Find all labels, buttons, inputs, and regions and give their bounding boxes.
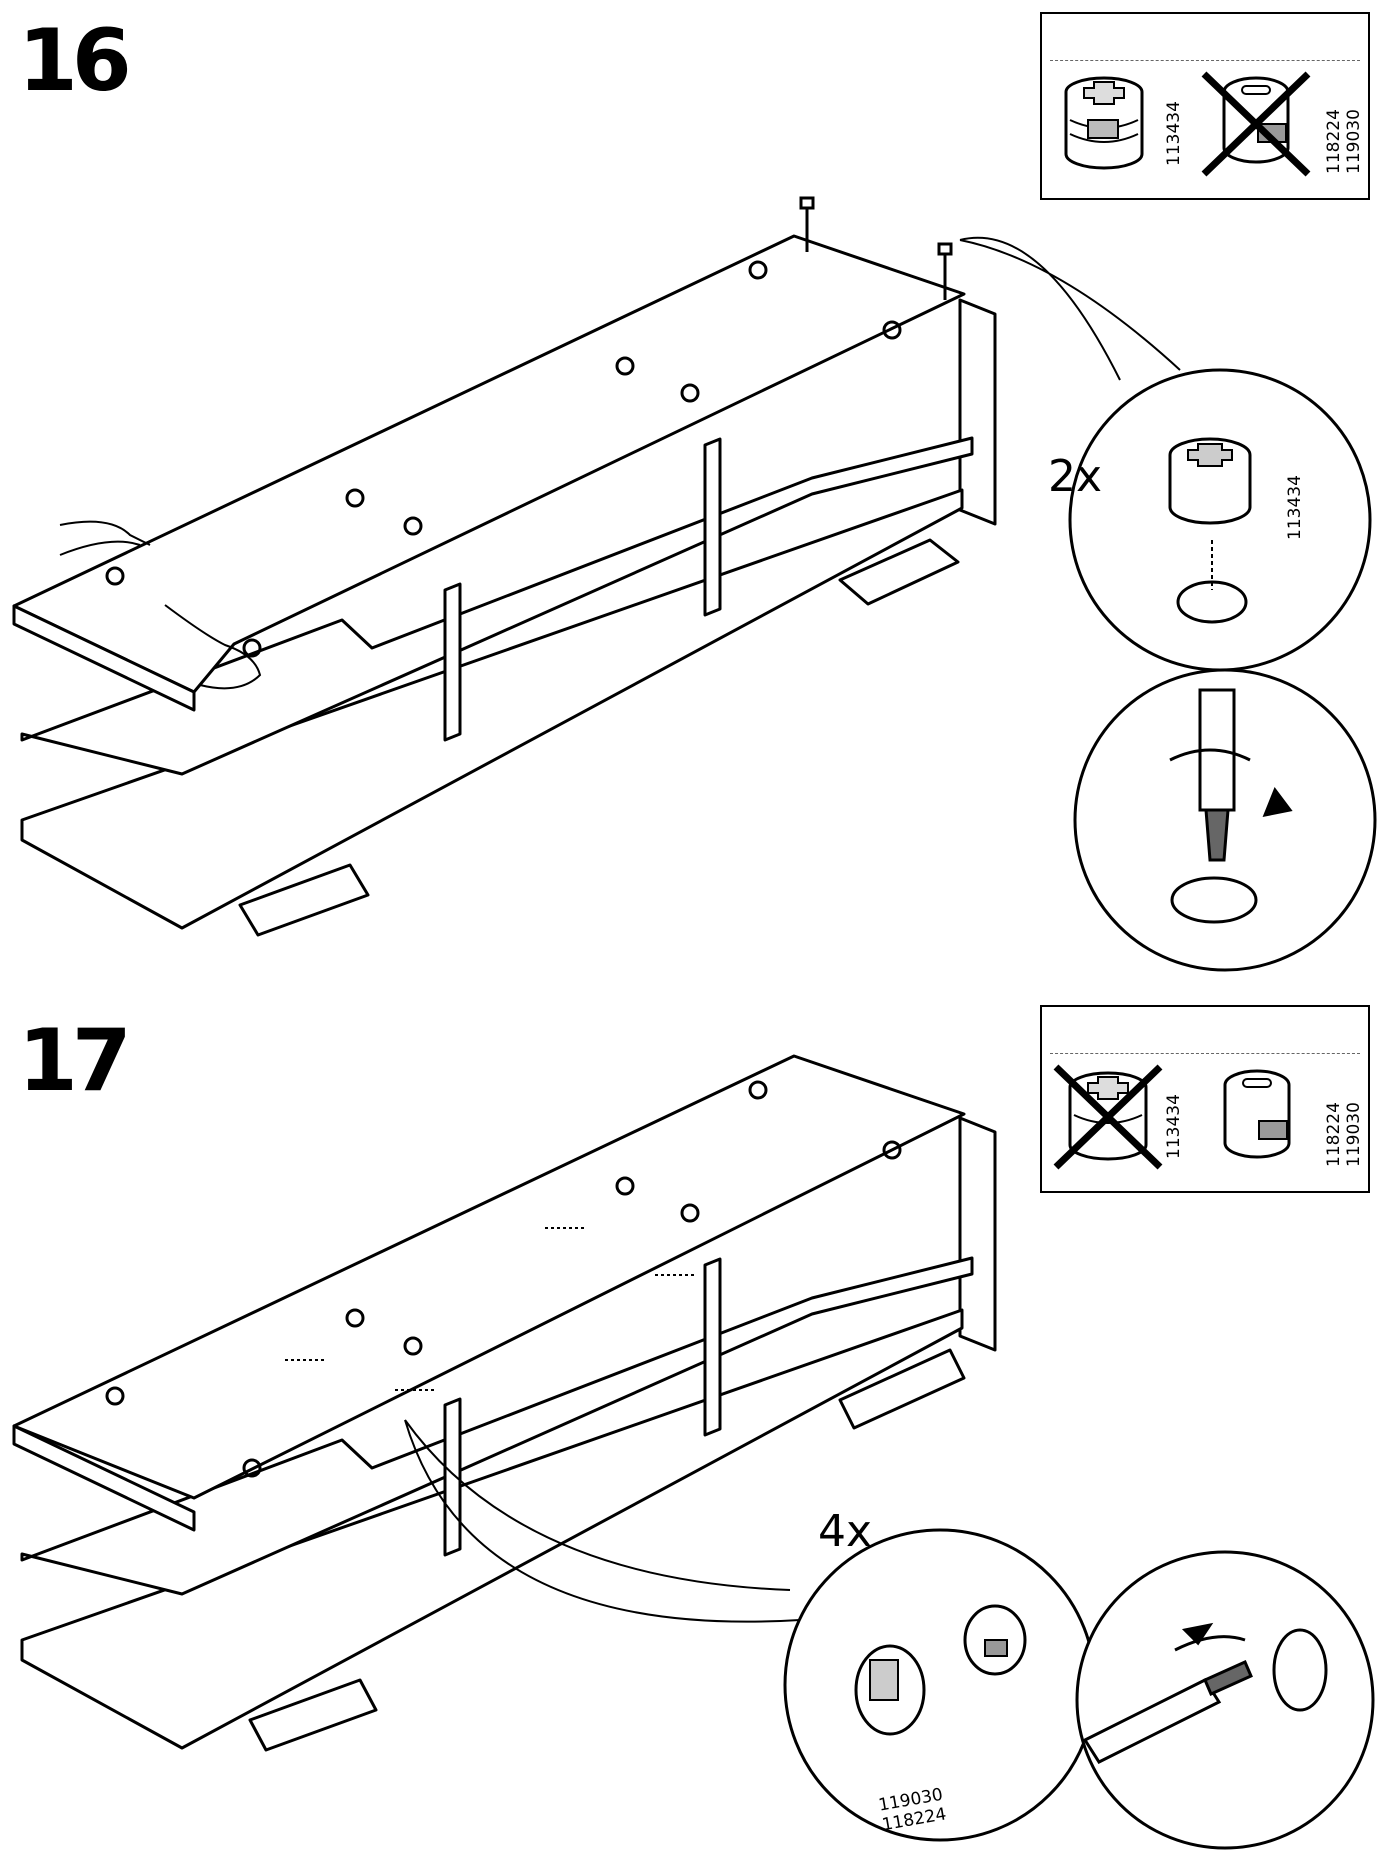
cam-lock-113434-crossed-icon <box>1053 1064 1163 1170</box>
bottom-shelf <box>20 488 964 930</box>
divider-right <box>703 1257 722 1437</box>
top-panel <box>12 1054 966 1500</box>
step17-fitting-legend: 113434 118224 119030 <box>1040 1005 1370 1193</box>
divider-left <box>443 1397 462 1557</box>
divider-left <box>443 582 462 742</box>
foot-block-right <box>838 538 960 606</box>
callout-circle-screwdriver <box>1075 1550 1375 1850</box>
callout-leader <box>959 236 1181 381</box>
middle-shelf <box>20 1256 974 1596</box>
foot-block-right <box>838 1348 966 1430</box>
screwdriver-icon <box>1082 1678 1222 1764</box>
foot-block-left <box>238 863 370 937</box>
middle-shelf <box>20 436 974 776</box>
cam-lock-118224-icon <box>1223 1069 1291 1159</box>
callout-leader <box>404 1419 801 1623</box>
cam-lock-118224-crossed-icon <box>1201 71 1311 177</box>
quantity-label-4x: 4x <box>818 1506 873 1557</box>
top-panel-edge <box>12 1424 196 1532</box>
divider-right <box>703 437 722 617</box>
step-number-17: 17 <box>18 1011 132 1111</box>
quantity-label-2x: 2x <box>1048 451 1103 502</box>
foot-block-left <box>248 1678 378 1752</box>
legend-divider <box>1050 60 1360 61</box>
side-panel <box>958 1116 997 1352</box>
cam-lock-113434-icon <box>1064 76 1144 170</box>
hand-left <box>59 520 151 556</box>
hand-right <box>164 604 262 690</box>
top-panel-edge <box>12 604 196 712</box>
legend-divider <box>1050 1053 1360 1054</box>
step16-fitting-legend: 113434 118224 119030 <box>1040 12 1370 200</box>
step-number-16: 16 <box>18 11 132 111</box>
cam-hole <box>105 566 125 586</box>
bottom-shelf <box>20 1308 964 1750</box>
